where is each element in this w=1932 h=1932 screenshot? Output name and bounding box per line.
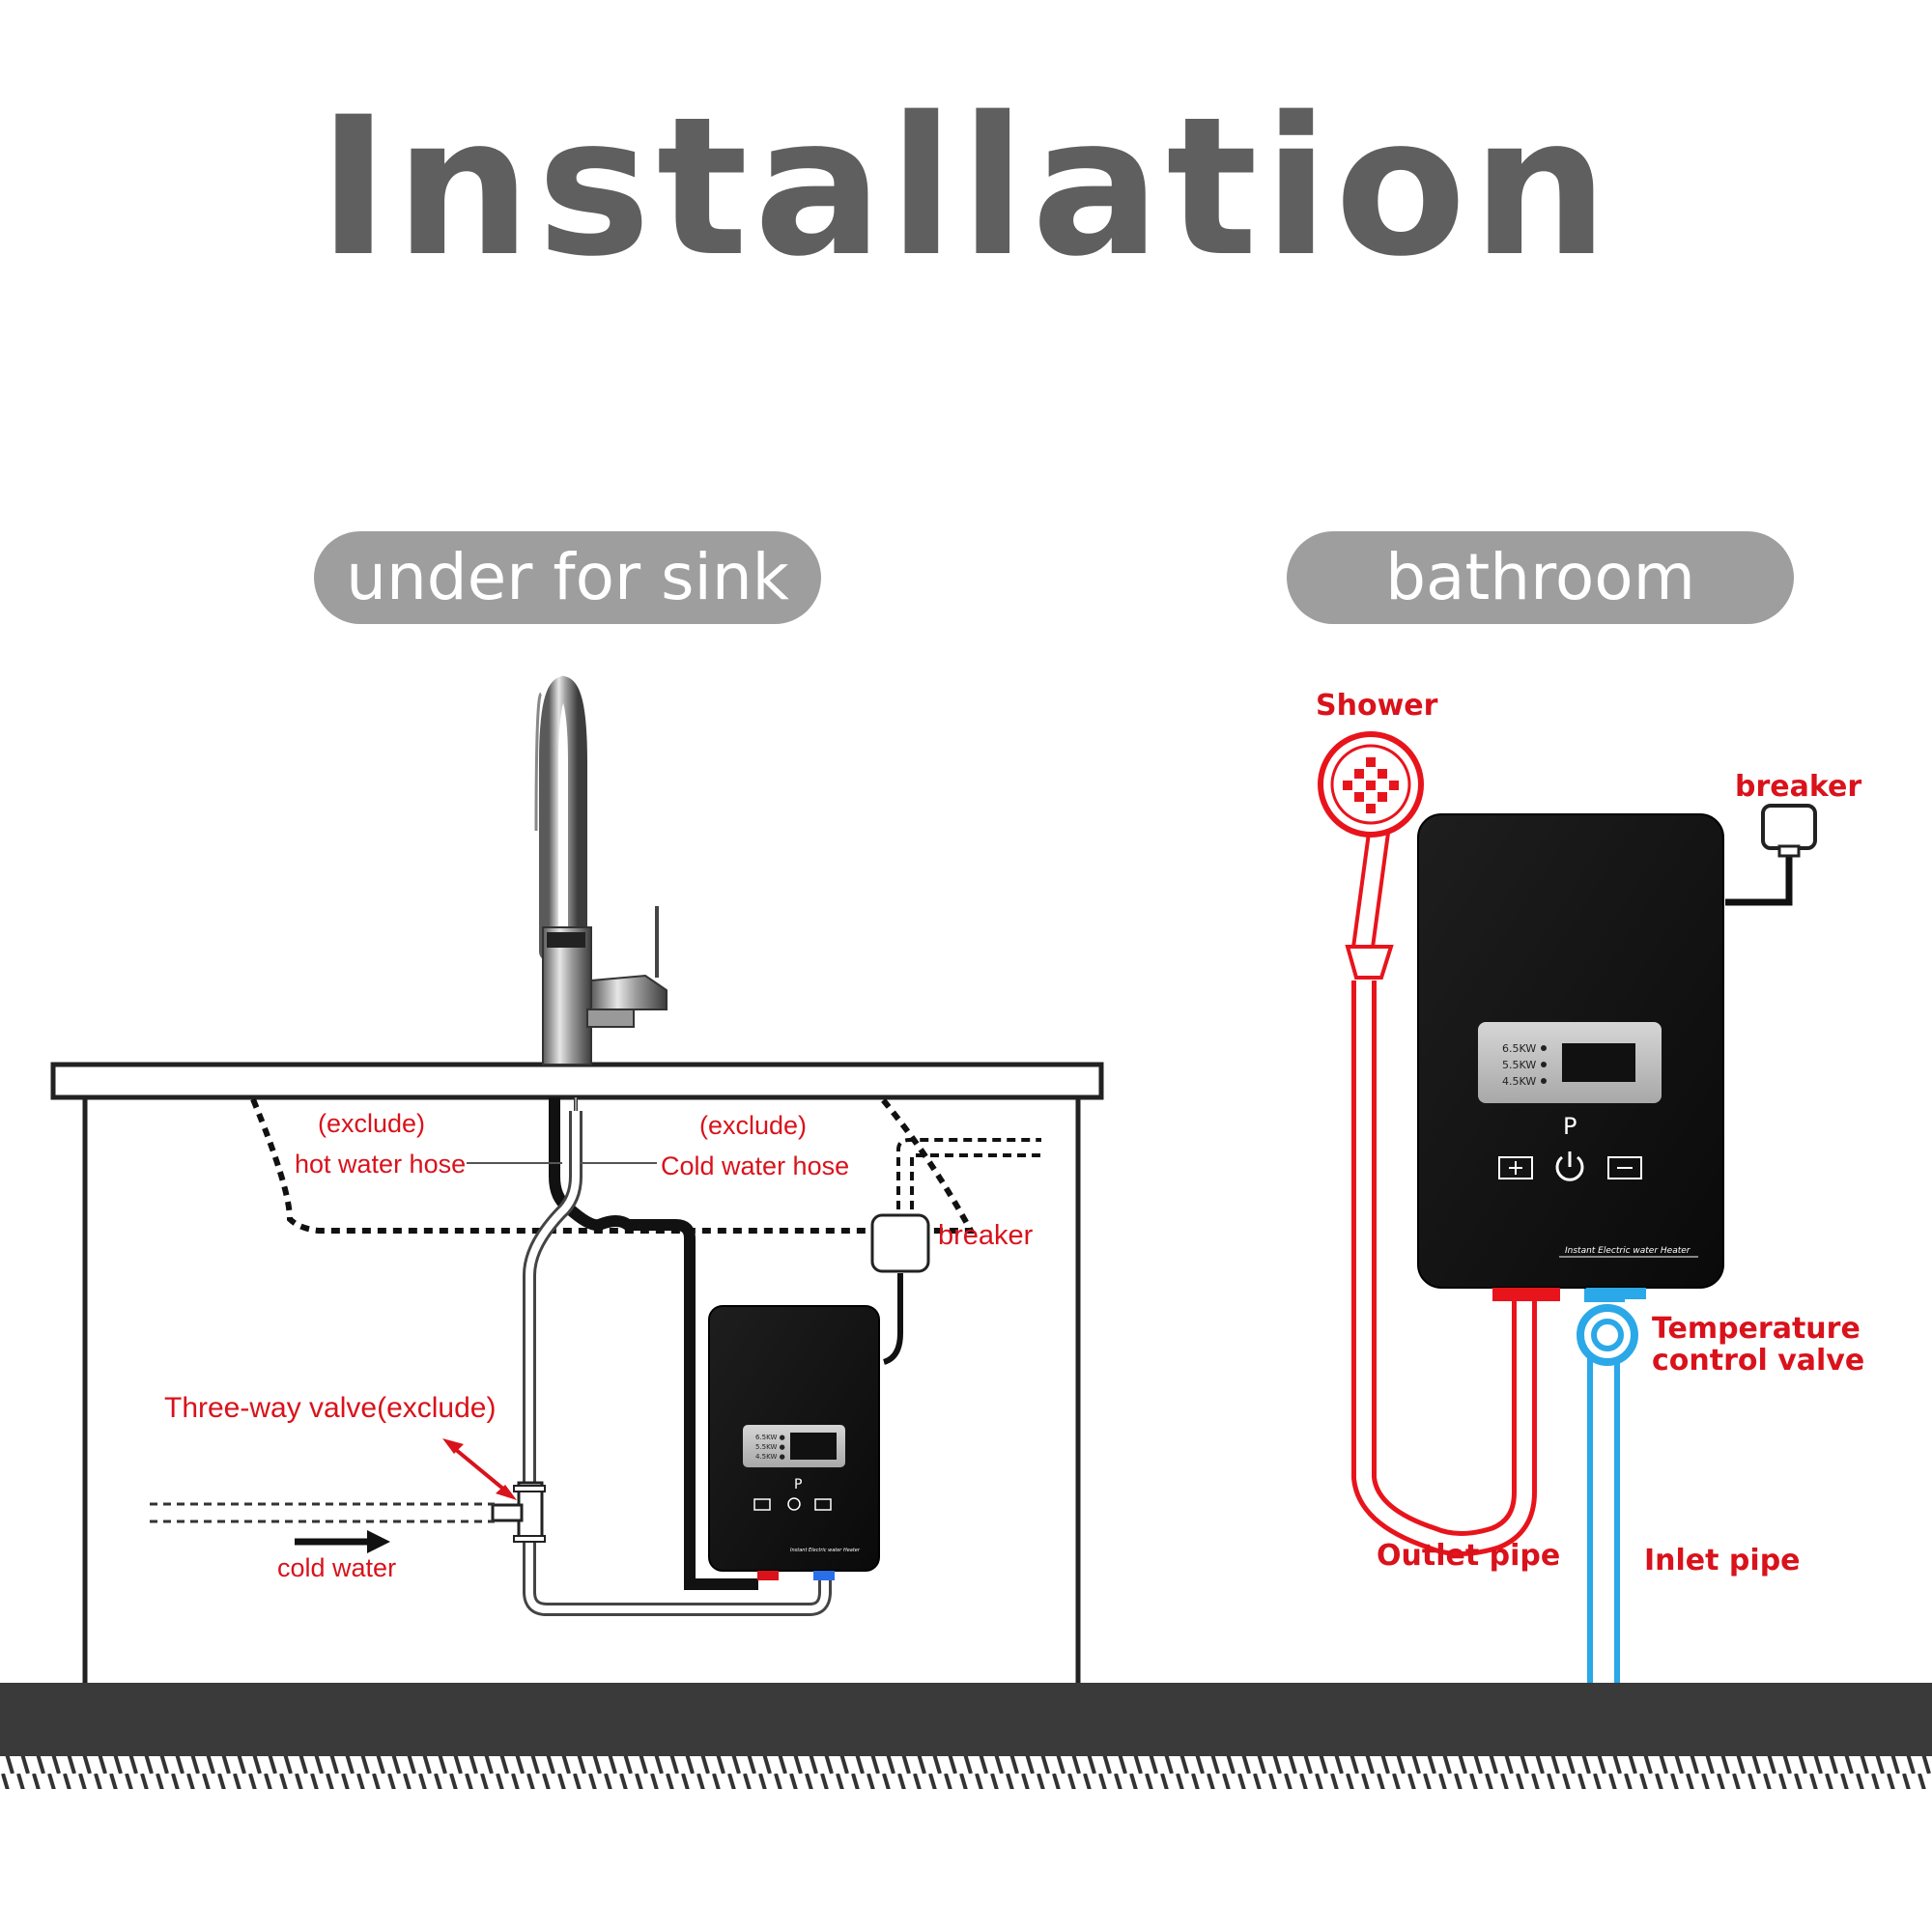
hot-water-hose-label: hot water hose — [295, 1150, 466, 1179]
cold-water-arrow-icon — [295, 1530, 390, 1553]
power-button-icon — [1555, 1151, 1584, 1181]
sink-breaker — [870, 1138, 1041, 1365]
section-label-bathroom: bathroom — [1287, 531, 1794, 624]
three-way-valve-label: Three-way valve(exclude) — [164, 1392, 496, 1424]
bathroom-heater: 6.5KW 5.5KW 4.5KW P Instant Electric wat… — [1417, 813, 1724, 1301]
power-level-3: 4.5KW — [1502, 1075, 1536, 1088]
sink-cabinet — [50, 1062, 1104, 1683]
faucet — [534, 675, 668, 1065]
svg-text:4.5KW ●: 4.5KW ● — [755, 1453, 785, 1461]
outlet-pipe-label: Outlet pipe — [1377, 1539, 1560, 1573]
cold-water-label: cold water — [277, 1553, 396, 1582]
cold-exclude-label: (exclude) — [699, 1111, 807, 1140]
heater-brand: Instant Electric water Heater — [1565, 1246, 1691, 1256]
minus-button-icon — [1607, 1156, 1642, 1179]
svg-text:Instant Electric water Heater: Instant Electric water Heater — [790, 1548, 861, 1553]
hot-water-hose — [549, 1097, 758, 1590]
control-valve-label: control valve — [1652, 1344, 1864, 1378]
temperature-label: Temperature — [1652, 1312, 1861, 1346]
bathroom-breaker-label: breaker — [1735, 770, 1861, 804]
lcd-screen — [1562, 1043, 1635, 1082]
svg-text:P: P — [794, 1477, 802, 1492]
floor-slab — [0, 1683, 1932, 1756]
hot-exclude-label: (exclude) — [318, 1109, 425, 1138]
floor-hatching — [0, 1756, 1932, 1789]
sink-breaker-label: breaker — [938, 1220, 1034, 1251]
bathroom-breaker — [1725, 804, 1817, 906]
valve-pointer-icon — [442, 1438, 517, 1500]
power-level-1: 6.5KW — [1502, 1042, 1536, 1055]
mode-label: P — [1563, 1113, 1577, 1140]
shower-label: Shower — [1316, 689, 1438, 723]
sink-heater: 6.5KW ● 5.5KW ● 4.5KW ● P Instant Electr… — [708, 1305, 880, 1580]
cold-water-hose-label: Cold water hose — [661, 1151, 849, 1180]
shower-head-icon — [1318, 731, 1424, 980]
plus-button-icon — [1498, 1156, 1533, 1179]
svg-text:6.5KW ●: 6.5KW ● — [755, 1434, 785, 1441]
svg-text:5.5KW ●: 5.5KW ● — [755, 1443, 785, 1451]
inlet-pipe-label: Inlet pipe — [1644, 1544, 1801, 1577]
section-label-sink: under for sink — [314, 531, 821, 624]
page-title: Installation — [318, 75, 1614, 298]
three-way-valve — [491, 1481, 546, 1543]
power-level-2: 5.5KW — [1502, 1059, 1536, 1071]
